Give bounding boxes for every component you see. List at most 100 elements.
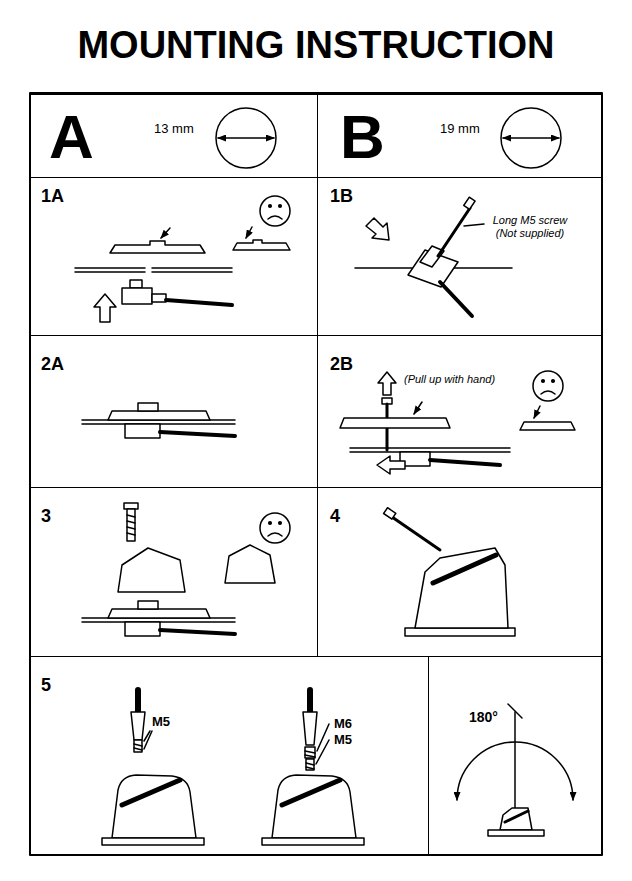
rotation-illustration bbox=[500, 808, 532, 830]
drawing-part bbox=[30, 93, 602, 855]
step-4-illustration bbox=[415, 548, 508, 628]
step-number: 2B bbox=[330, 354, 353, 375]
step-2b-illustration bbox=[378, 372, 396, 395]
panel-letter: A bbox=[49, 101, 94, 172]
step-1b-illustration bbox=[464, 224, 484, 226]
step-1a-illustration bbox=[94, 294, 116, 322]
sad-face bbox=[542, 380, 545, 383]
step-3-illustration bbox=[125, 622, 160, 636]
dimension-label: 19 mm bbox=[440, 122, 480, 137]
step-3-illustration bbox=[82, 503, 275, 636]
antenna-base-right bbox=[305, 755, 315, 757]
dimension-circle bbox=[503, 137, 559, 139]
panel-letter: B bbox=[340, 101, 385, 172]
antenna-base-left bbox=[144, 731, 152, 749]
sad-face bbox=[260, 196, 290, 226]
antenna-base-left bbox=[134, 744, 142, 746]
antenna-base-left bbox=[134, 740, 142, 752]
sad-face bbox=[268, 533, 282, 536]
step-2b-illustration bbox=[340, 418, 450, 428]
sad-face bbox=[268, 216, 282, 219]
thread-label: M5 bbox=[152, 715, 170, 730]
antenna-base-left bbox=[131, 712, 145, 740]
step-3-illustration bbox=[108, 609, 210, 618]
step-1a-illustration bbox=[152, 267, 232, 269]
rotation-illustration bbox=[514, 712, 516, 812]
antenna-base-left bbox=[122, 780, 180, 805]
antenna-base-right bbox=[303, 712, 317, 745]
antenna-base-right bbox=[307, 690, 313, 712]
step-1b-illustration bbox=[464, 197, 475, 209]
step-panel: 4 bbox=[317, 487, 602, 657]
step-2b-illustration bbox=[340, 372, 575, 474]
step-1a-illustration bbox=[122, 288, 152, 304]
step-2b-illustration bbox=[414, 402, 422, 414]
sad-face bbox=[260, 513, 290, 543]
sad-face bbox=[541, 391, 555, 394]
step-2b-illustration bbox=[377, 456, 405, 474]
antenna-base-left bbox=[112, 775, 196, 838]
antenna-base-right bbox=[272, 775, 356, 838]
thread-label: M6 bbox=[334, 717, 352, 732]
antenna-base-left bbox=[135, 690, 141, 712]
antenna-base-right bbox=[305, 747, 315, 758]
step-1a-illustration bbox=[152, 271, 232, 273]
rotation-illustration bbox=[505, 811, 528, 822]
step-4-illustration bbox=[433, 555, 496, 583]
step-1a-illustration bbox=[233, 240, 290, 250]
outer-frame bbox=[30, 93, 602, 855]
antenna-base-right bbox=[305, 751, 315, 753]
part-note: Long M5 screw (Not supplied) bbox=[486, 214, 574, 239]
dimension-label: 13 mm bbox=[154, 122, 194, 137]
step-4-illustration bbox=[384, 508, 396, 519]
step-1b-illustration bbox=[355, 197, 512, 316]
step-1b-illustration bbox=[366, 218, 389, 240]
step-3-illustration bbox=[225, 545, 275, 583]
sad-face bbox=[260, 196, 290, 226]
step-3-illustration bbox=[124, 503, 138, 509]
thread-label: M5 bbox=[334, 733, 352, 748]
step-number: 2A bbox=[41, 354, 64, 375]
sad-face bbox=[269, 522, 272, 525]
step-panel: 3 bbox=[30, 487, 318, 657]
step-panel: 5M5M6M5 bbox=[30, 656, 429, 855]
antenna-base-left bbox=[102, 690, 204, 845]
step-1a-illustration bbox=[110, 241, 205, 253]
instruction-note: (Pull up with hand) bbox=[404, 373, 495, 386]
dimension-circle bbox=[501, 108, 561, 168]
dimension-circle bbox=[218, 137, 274, 139]
step-number: 1A bbox=[41, 186, 64, 207]
step-number: 4 bbox=[330, 506, 340, 527]
step-4-illustration bbox=[384, 508, 515, 636]
step-number: 3 bbox=[41, 506, 51, 527]
antenna-base-right bbox=[262, 690, 364, 845]
step-2a-illustration bbox=[108, 411, 210, 420]
step-1a-illustration bbox=[75, 267, 145, 269]
step-3-illustration bbox=[127, 509, 135, 541]
antenna-base-right bbox=[306, 767, 314, 769]
sad-face bbox=[269, 205, 272, 208]
sad-face bbox=[552, 380, 555, 383]
step-2a-illustration bbox=[125, 424, 160, 438]
step-1a-illustration bbox=[75, 227, 290, 322]
step-1b-illustration bbox=[438, 208, 470, 256]
step-2b-illustration bbox=[430, 460, 500, 465]
antenna-base-right bbox=[316, 740, 329, 764]
step-3-illustration bbox=[118, 548, 185, 592]
sad-face bbox=[279, 205, 282, 208]
antenna-base-left bbox=[134, 748, 142, 750]
antenna-base-left bbox=[102, 838, 204, 845]
step-1a-illustration bbox=[246, 227, 252, 238]
step-2a-illustration bbox=[82, 403, 235, 438]
step-3-illustration bbox=[127, 533, 135, 535]
step-4-illustration bbox=[405, 628, 515, 636]
step-2a-illustration bbox=[160, 432, 235, 436]
step-1a-illustration bbox=[152, 294, 166, 302]
outer-frame bbox=[30, 93, 602, 855]
step-1b-illustration bbox=[452, 267, 512, 269]
title: MOUNTING INSTRUCTION bbox=[0, 24, 632, 67]
step-3-illustration bbox=[160, 630, 235, 634]
angle-label: 180° bbox=[469, 709, 498, 725]
step-panel: 2B (Pull up with hand) bbox=[317, 335, 602, 488]
